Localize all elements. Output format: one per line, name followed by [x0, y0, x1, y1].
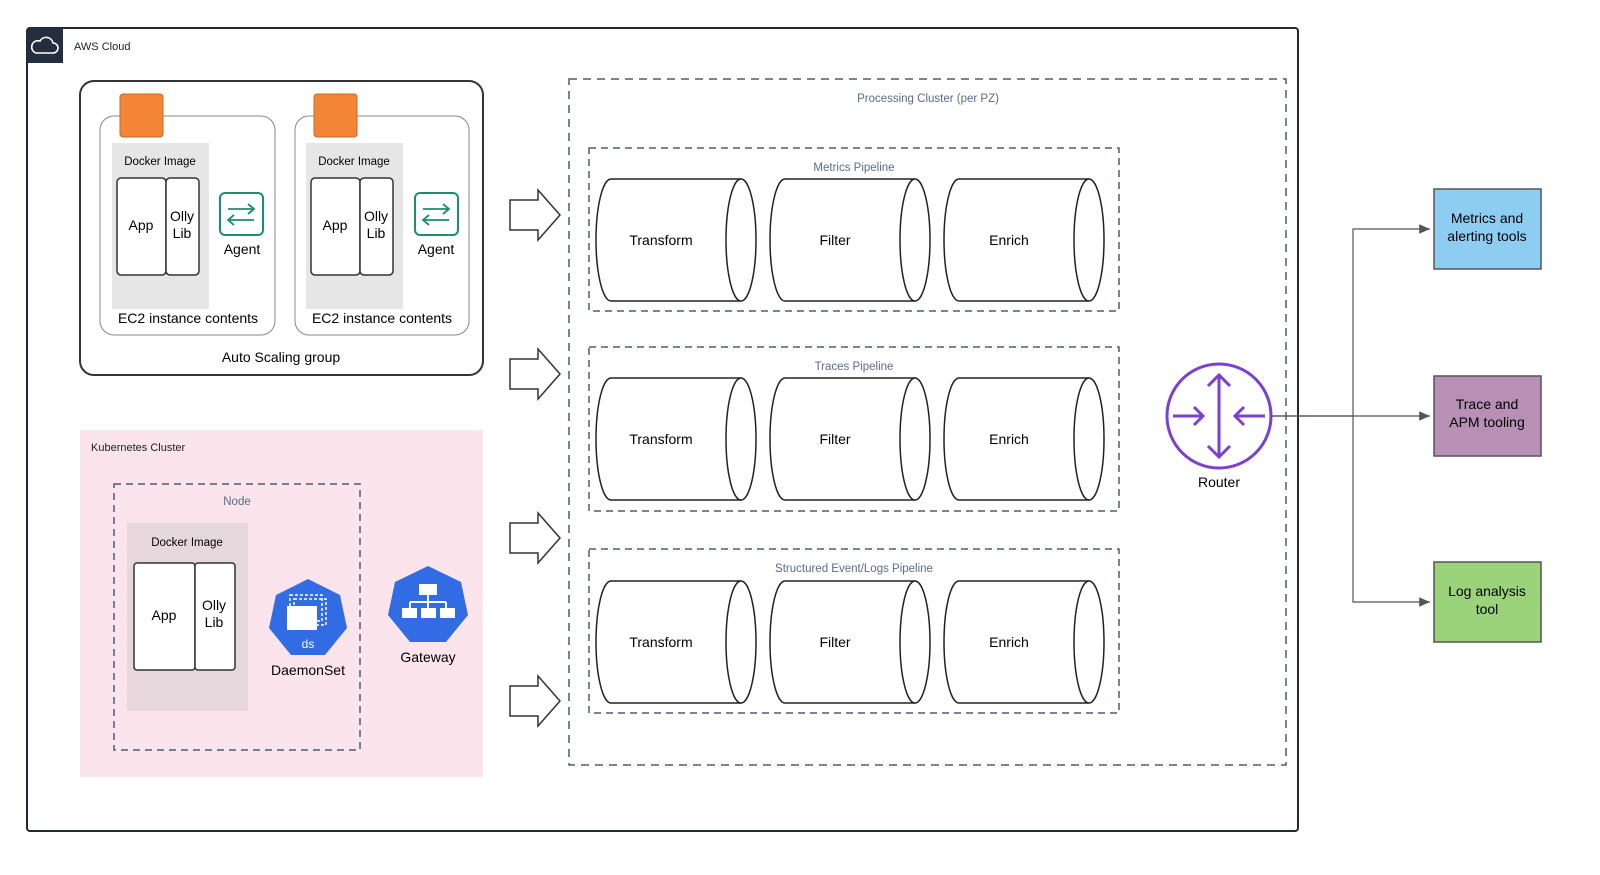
- stage-label: Enrich: [989, 431, 1029, 447]
- k8s-node-label: Node: [223, 496, 251, 508]
- aws-cloud-title: AWS Cloud: [74, 41, 130, 53]
- stage-cylinder: Enrich: [943, 178, 1105, 302]
- router-label: Router: [1198, 474, 1240, 490]
- pipeline-title: Traces Pipeline: [815, 361, 894, 373]
- stage-label: Transform: [629, 634, 692, 650]
- agent-icon: [414, 192, 459, 236]
- agent-label: Agent: [224, 241, 261, 257]
- docker-image-label: Docker Image: [151, 537, 223, 549]
- stage-cylinder: Filter: [769, 580, 931, 704]
- k8s-node: [113, 483, 361, 751]
- input-arrows: [509, 188, 561, 728]
- stage-cylinder: Filter: [769, 377, 931, 501]
- stage-label: Enrich: [989, 634, 1029, 650]
- gateway-label: Gateway: [400, 649, 455, 665]
- stage-label: Filter: [819, 634, 850, 650]
- connector-arrow: [1352, 416, 1430, 607]
- docker-image-label: Docker Image: [124, 156, 196, 168]
- docker-image-label: Docker Image: [318, 156, 390, 168]
- daemonset-badge: ds: [302, 637, 315, 651]
- router-icon: [1165, 362, 1273, 470]
- router-connectors: [1271, 224, 1430, 607]
- stage-cylinder: Transform: [595, 178, 757, 302]
- stage-cylinder: Transform: [595, 580, 757, 704]
- pipeline-title: Structured Event/Logs Pipeline: [775, 563, 933, 575]
- pipeline-logs: Structured Event/Logs Pipeline Transform…: [588, 548, 1120, 714]
- connector-arrow: [1271, 224, 1430, 417]
- stage-cylinder: Filter: [769, 178, 931, 302]
- kubernetes-cluster-title: Kubernetes Cluster: [91, 442, 185, 454]
- stage-label: Transform: [629, 431, 692, 447]
- input-arrow: [509, 674, 561, 728]
- pipeline-traces: Traces Pipeline Transform Filter Enrich: [588, 346, 1120, 512]
- app-label: App: [152, 607, 177, 623]
- olly-lib-box: [194, 562, 236, 671]
- stage-cylinder: Enrich: [943, 580, 1105, 704]
- stage-label: Transform: [629, 232, 692, 248]
- cloud-icon: [27, 28, 63, 63]
- stage-cylinder: Transform: [595, 377, 757, 501]
- olly-lib-box: [165, 177, 200, 276]
- daemonset-label: DaemonSet: [271, 662, 345, 678]
- ec2-orange-icon: [313, 93, 358, 138]
- pipeline-title: Metrics Pipeline: [813, 162, 894, 174]
- input-arrow: [509, 347, 561, 401]
- agent-icon: [219, 192, 264, 236]
- stage-cylinder: Enrich: [943, 377, 1105, 501]
- pipeline-metrics: Metrics Pipeline Transform Filter Enrich: [588, 147, 1120, 312]
- ec2-contents-label: EC2 instance contents: [312, 310, 452, 326]
- ec2-orange-icon: [119, 93, 164, 138]
- gateway-icon: [388, 566, 468, 642]
- stage-label: Filter: [819, 232, 850, 248]
- stage-label: Filter: [819, 431, 850, 447]
- processing-cluster-title: Processing Cluster (per PZ): [857, 93, 999, 105]
- aws-cloud-frame: [26, 27, 1299, 832]
- agent-label: Agent: [418, 241, 455, 257]
- app-label: App: [323, 217, 348, 233]
- daemonset-icon: ds: [269, 579, 347, 655]
- input-arrow: [509, 188, 561, 242]
- ec2-contents-label: EC2 instance contents: [118, 310, 258, 326]
- olly-lib-box: [359, 177, 394, 276]
- stage-label: Enrich: [989, 232, 1029, 248]
- app-label: App: [129, 217, 154, 233]
- auto-scaling-group-label: Auto Scaling group: [222, 349, 341, 365]
- input-arrow: [509, 511, 561, 565]
